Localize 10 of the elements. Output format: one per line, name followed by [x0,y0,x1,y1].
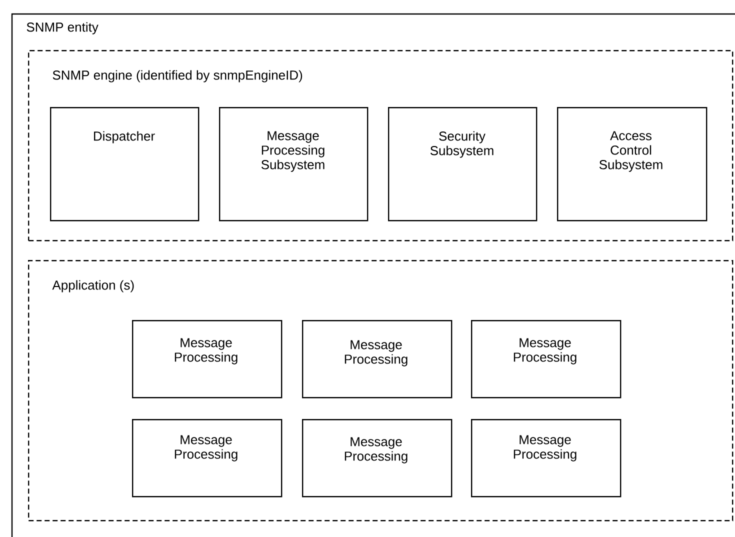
component-box: Access Control Subsystem [557,107,708,222]
component-box: Message Processing [302,320,452,398]
component-box: Dispatcher [50,107,200,222]
component-box: Message Processing [302,419,452,498]
component-box: Message Processing [471,320,622,398]
component-box: Message Processing [132,320,282,398]
component-box: Security Subsystem [388,107,538,222]
component-box: Message Processing Subsystem [219,107,368,222]
component-box: Message Processing [132,419,282,498]
component-box: Message Processing [471,419,622,498]
